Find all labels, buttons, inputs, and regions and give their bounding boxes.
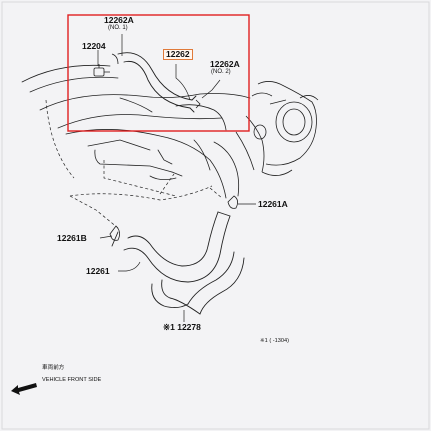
front-label-jp: 車両前方 xyxy=(42,365,65,371)
hose-12261 xyxy=(111,211,231,283)
label-12262: 12262 xyxy=(163,49,193,60)
union-12204 xyxy=(93,64,110,77)
hose-12278 xyxy=(151,251,245,315)
label-12278: ※1 12278 xyxy=(163,322,201,332)
label-12262a-right: 12262A xyxy=(210,59,240,69)
highlight-box xyxy=(67,14,250,132)
label-12262a-right-note: (NO. 2) xyxy=(211,69,231,75)
footnote: ※1 ( -1304) xyxy=(260,338,289,344)
clamps xyxy=(109,53,238,241)
water-outlet-housing xyxy=(235,81,319,176)
label-12262a-top-note: (NO. 1) xyxy=(108,25,128,31)
leader-dashes xyxy=(45,99,223,229)
engine-block-outline xyxy=(21,64,251,199)
label-12262a-top: 12262A xyxy=(104,15,134,25)
label-12261b: 12261B xyxy=(57,233,87,243)
label-12261: 12261 xyxy=(86,266,110,276)
hose-12262 xyxy=(117,52,197,113)
arrow-left-icon xyxy=(11,383,37,395)
leader-lines xyxy=(97,34,256,322)
front-label-en: VEHICLE FRONT SIDE xyxy=(42,377,102,383)
label-12204: 12204 xyxy=(82,41,106,51)
label-12261a: 12261A xyxy=(258,199,288,209)
